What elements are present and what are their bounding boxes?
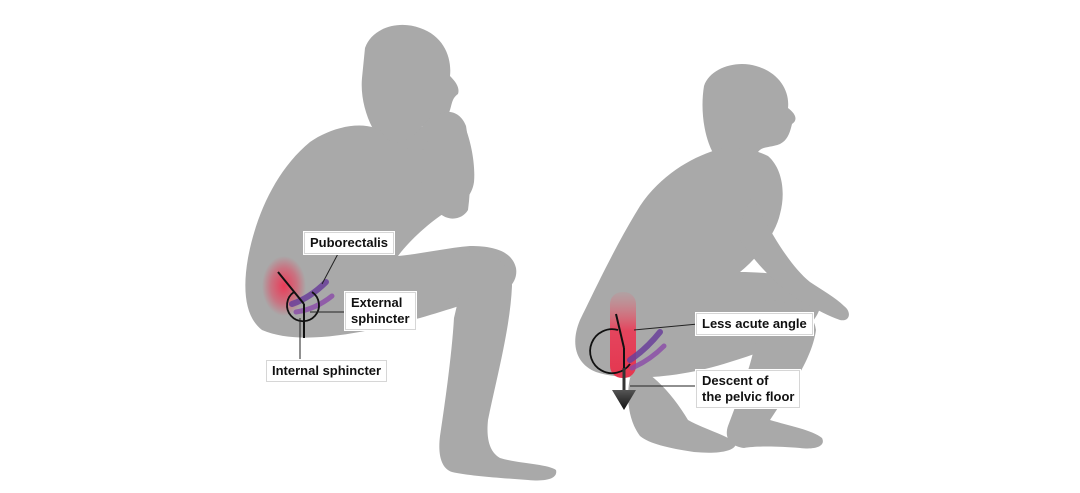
sitting-figure-arm <box>402 111 471 219</box>
squatting-figure-head <box>702 64 796 169</box>
external-sphincter-label-line2: sphincter <box>351 311 410 326</box>
squatting-angle-arc <box>589 328 631 375</box>
less-acute-angle-label: Less acute angle <box>696 313 813 335</box>
pelvic-floor-descent-label-line1: Descent of <box>702 373 769 388</box>
squatting-puborectalis-muscle <box>627 329 663 363</box>
sitting-rectum-glow <box>262 256 306 316</box>
less-acute-angle-label-text: Less acute angle <box>702 316 807 331</box>
squatting-external-sphincter-muscle <box>629 343 667 371</box>
sitting-puborectalis-muscle <box>289 279 329 307</box>
internal-sphincter-label: Internal sphincter <box>266 360 388 382</box>
squatting-figure-back-foot <box>628 368 736 453</box>
puborectalis-label-text: Puborectalis <box>310 235 389 250</box>
sitting-rectal-axis-line <box>277 271 305 305</box>
external-sphincter-label-line1: External <box>351 295 403 310</box>
sitting-figure-anatomy <box>262 249 348 360</box>
pelvic-floor-descent-label-line2: the pelvic floor <box>702 389 795 404</box>
sitting-angle-arc <box>286 291 320 323</box>
squatting-rectal-axis-line <box>615 313 625 349</box>
puborectalis-label: Puborectalis <box>304 232 395 254</box>
sitting-figure-silhouette <box>245 24 557 481</box>
squatting-figure-anatomy <box>589 292 699 410</box>
sitting-external-sphincter-muscle <box>293 293 335 315</box>
squatting-figure-arm <box>736 196 849 321</box>
sitting-figure-leg <box>439 250 557 481</box>
external-sphincter-label: External sphincter <box>345 292 416 330</box>
internal-sphincter-label-text: Internal sphincter <box>272 363 382 378</box>
less-acute-angle-leader-line <box>633 323 699 331</box>
puborectalis-leader-line <box>321 249 341 285</box>
pelvic-floor-descent-label: Descent of the pelvic floor <box>696 370 801 408</box>
squatting-rectum-glow <box>610 292 636 378</box>
descent-arrow-icon <box>612 390 636 410</box>
